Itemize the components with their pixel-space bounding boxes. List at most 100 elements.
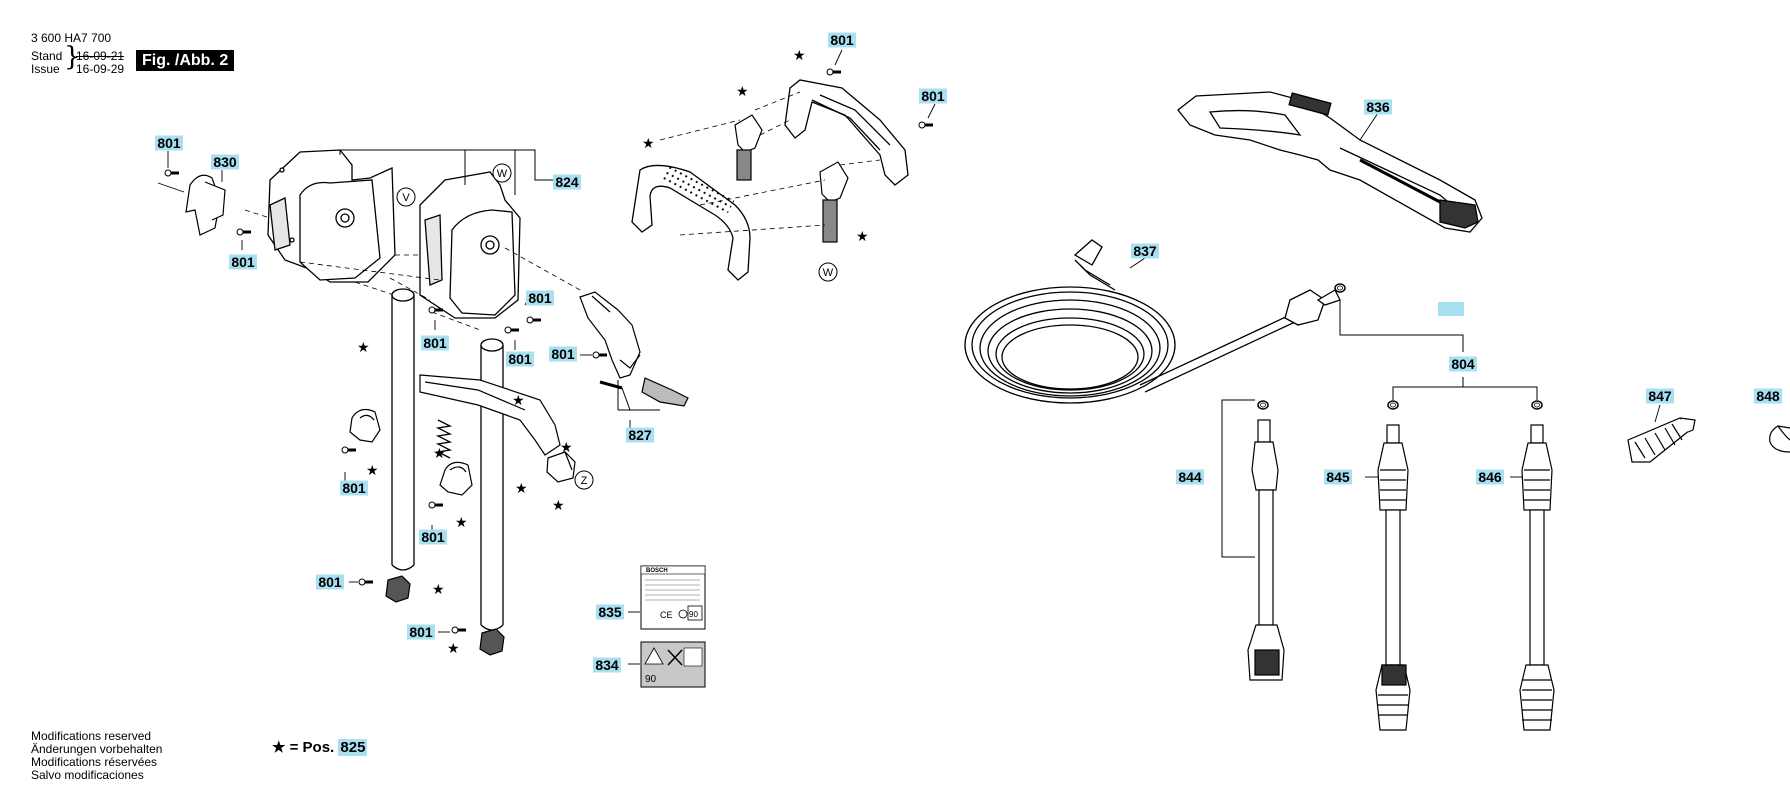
handle-grip-frame (784, 79, 909, 186)
knob (546, 451, 576, 483)
part-845-lance (1375, 424, 1411, 731)
modifications-line: Modifications reserved (31, 729, 152, 743)
callout-number: 801 (528, 290, 552, 306)
callout-836: 836 (1364, 99, 1392, 115)
callout-801: 801 (919, 88, 947, 104)
star-icon: ★ (512, 392, 525, 408)
callout-background (1646, 388, 1674, 404)
callout-number: 830 (213, 154, 237, 170)
callout-background (1364, 99, 1392, 115)
brand-text: BOSCH (646, 568, 668, 574)
star-icon: ★ (447, 640, 460, 656)
doc-number: 3 600 HA7 700 (31, 31, 112, 45)
callout-number: 827 (628, 427, 652, 443)
callout-801: 801 (155, 135, 183, 151)
pos-prefix: = Pos. (289, 739, 335, 756)
callout-801: 801 (549, 346, 577, 362)
callout-801: 801 (407, 624, 435, 640)
part-847-nozzle (1627, 417, 1696, 463)
callout-801: 801 (506, 351, 534, 367)
callout-background (828, 32, 856, 48)
callout-number: 848 (1756, 388, 1780, 404)
screw-icon (427, 500, 445, 510)
callout-background (526, 290, 554, 306)
callout-background (229, 254, 257, 270)
star-icon: ★ (793, 47, 806, 63)
callout-804: 804 (1449, 356, 1477, 372)
screw-icon (917, 120, 935, 130)
bracket (419, 374, 561, 456)
part-830-clip (157, 174, 226, 236)
part-844-lance (1247, 419, 1285, 681)
callout-background (596, 604, 624, 620)
callout-number: 801 (423, 335, 447, 351)
handle-clip-lower (819, 161, 849, 243)
circled-markers (396, 163, 838, 490)
brace: } (64, 42, 81, 72)
callout-number: 801 (830, 32, 854, 48)
callout-background (1476, 469, 1504, 485)
callout-background (340, 480, 368, 496)
callout-number: 837 (1133, 243, 1157, 259)
callout-837: 837 (1131, 243, 1159, 259)
screw-icon (525, 315, 543, 325)
star-position-legend: ★ = Pos. 825 (272, 738, 368, 756)
clamp-lower (439, 461, 473, 496)
modifications-line: Modifications réservées (31, 755, 158, 769)
callout-background (211, 154, 239, 170)
handle-clip-upper (734, 114, 763, 181)
callout-number: 801 (157, 135, 181, 151)
callout-leaders (167, 49, 1661, 665)
star-icon: ★ (272, 739, 286, 756)
screw-icon (163, 168, 181, 178)
marker-z: Z (581, 475, 588, 487)
part-848-cap (1769, 425, 1790, 453)
star-icon: ★ (432, 581, 445, 597)
callout-number: 801 (421, 529, 445, 545)
pressure-text: 90 (645, 674, 657, 685)
leader-804 (1339, 300, 1538, 400)
callout-848: 848 (1754, 388, 1782, 404)
callout-background (1176, 469, 1204, 485)
star-icon: ★ (515, 480, 528, 496)
washer-icon (1387, 400, 1399, 410)
housing-right-shell (419, 171, 521, 319)
part-835-rating-label: BOSCH CE 90 (640, 565, 706, 630)
marker-w: W (497, 168, 508, 180)
callout-801: 801 (526, 290, 554, 306)
callout-background (407, 624, 435, 640)
callout-801: 801 (316, 574, 344, 590)
pressure-small-text: 90 (689, 610, 698, 619)
star-icon: ★ (433, 445, 446, 461)
modifications-note: Modifications reserved Änderungen vorbeh… (31, 730, 162, 782)
callout-number: 801 (342, 480, 366, 496)
callout-background (419, 529, 447, 545)
callout-empty (1438, 302, 1464, 316)
callout-number: 801 (508, 351, 532, 367)
part-836-trigger-gun (1177, 91, 1483, 233)
screw-icon (503, 325, 521, 335)
callout-number: 845 (1326, 469, 1350, 485)
callout-background (549, 346, 577, 362)
marker-v: V (402, 192, 410, 204)
stand-label: Stand (31, 49, 63, 63)
callout-background (1324, 469, 1352, 485)
figure-label: Fig. /Abb. 2 (136, 50, 235, 71)
callout-background (421, 335, 449, 351)
callout-number: 844 (1178, 469, 1202, 485)
clamp-upper (349, 408, 381, 443)
ce-mark-text: CE (660, 610, 673, 620)
callout-background (1449, 356, 1477, 372)
callout-number: 804 (1451, 356, 1475, 372)
screw-icon (825, 67, 843, 77)
spring (435, 419, 453, 459)
part-827-lever (579, 291, 689, 411)
stand-date: 16-09-21 (76, 49, 125, 63)
star-icon: ★ (856, 228, 869, 244)
callout-background (155, 135, 183, 151)
callout-number: 801 (551, 346, 575, 362)
foot-right (479, 628, 505, 656)
star-icon: ★ (642, 135, 655, 151)
part-834-warning-label: 90 (640, 641, 706, 688)
callout-827: 827 (626, 427, 654, 443)
